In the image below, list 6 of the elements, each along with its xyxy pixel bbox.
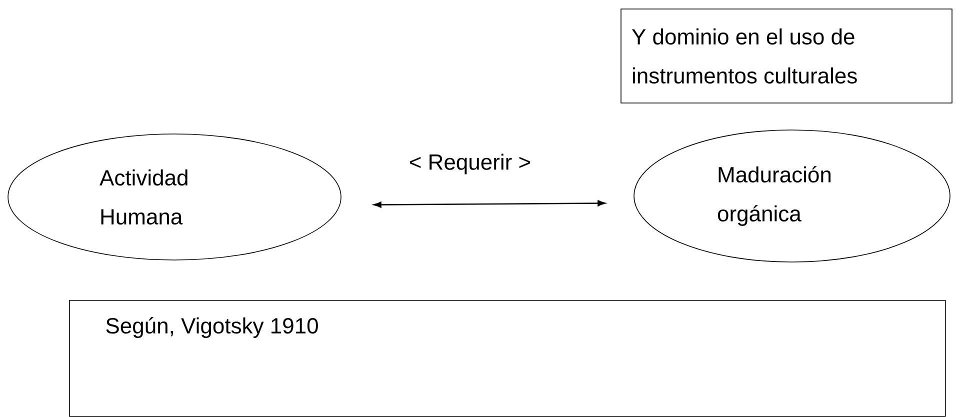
arrow: [373, 200, 606, 208]
text-box: Según, Vigotsky 1910: [69, 300, 946, 417]
text-box: Y dominio en el uso de instrumentos culturales: [620, 8, 952, 104]
ellipse-node: Maduración orgánica: [634, 130, 950, 262]
edge-label: < Requerir >: [410, 154, 530, 174]
ellipse-node: Actividad Humana: [8, 134, 342, 260]
